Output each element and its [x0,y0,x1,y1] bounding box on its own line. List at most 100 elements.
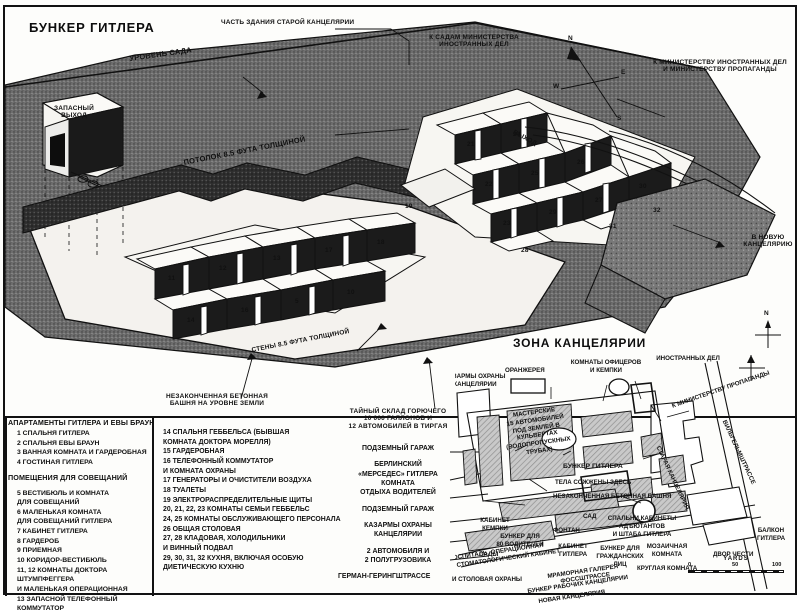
siteplan-label: СПАЛЬНИ,КАБИНЕТЫ АДЪЮТАНТОВ И ШТАБА ГИТЛ… [607,515,677,538]
legend-column-2: 14 СПАЛЬНЯ ГЕББЕЛЬСА (БЫВШАЯ КОМНАТА ДОК… [163,428,343,573]
siteplan-label: КАБИНЕТ ГИТЛЕРА [558,543,588,558]
room-number: 19 [405,203,413,210]
legend-item: 15 ГАРДЕРОБНАЯ [163,448,225,456]
legend-item: 14 СПАЛЬНЯ ГЕББЕЛЬСА (БЫВШАЯ КОМНАТА ДОК… [163,429,290,446]
label-old-chancellery: ЧАСТЬ ЗДАНИЯ СТАРОЙ КАНЦЕЛЯРИИ [221,19,355,26]
scale-tick-50: 50 [732,562,739,568]
siteplan-label: ТЕЛА СОЖЖЕНЫ ЗДЕСЬ [555,479,632,486]
room-number: 30 [639,183,647,190]
room-number: 18 [377,239,385,246]
compass-icon [755,320,781,348]
room-number: 23 [503,220,511,227]
legend-col-divider-1 [152,416,154,596]
room-number: 29 [549,209,557,216]
room-number: 14 [187,317,195,324]
siteplan-label: КРУГЛАЯ КОМНАТА [637,565,698,572]
chancellery-site-plan: КАЗАРМЫ ОХРАНЫ КАНЦЕЛЯРИИ ОРАНЖЕРЕЯ КОМН… [455,355,795,595]
room-number: 32 [653,207,661,214]
legend-item: 1 СПАЛЬНЯ ГИТЛЕРА [17,430,90,437]
legend-left-rule [5,416,7,596]
legend-item: 5 ВЕСТИБЮЛЬ И КОМНАТА ДЛЯ СОВЕЩАНИЙ [17,489,110,507]
scale-unit-label: YARDS [723,556,749,562]
siteplan-label: БАЛКОН ГИТЛЕРА [756,527,786,542]
label-emergency-exit: ЗАПАСНЫЙ ВЫХОД [54,105,94,120]
siteplan-label: К МИНИСТЕРСТВУ ИНОСТРАННЫХ ДЕЛ [656,355,720,362]
legend-item: ГЕРМАН-ГЕРИНГШТРАССЕ [338,573,431,581]
legend-item: ПОДЗЕМНЫЙ ГАРАЖ [361,445,435,452]
room-number: 26 [577,159,585,166]
compass-south-label: S [617,115,622,122]
room-number: 31 [609,223,617,230]
legend-item: 26 ОБЩАЯ СТОЛОВАЯ [163,525,241,533]
scale-tick-0: 0 [688,562,692,568]
legend-item: 7 КАБИНЕТ ГИТЛЕРА [17,528,88,536]
siteplan-label-bunker: БУНКЕР ГИТЛЕРА [563,463,623,470]
label-to-ministries: К МИНИСТЕРСТВУ ИНОСТРАННЫХ ДЕЛ И МИНИСТЕ… [653,59,787,74]
siteplan-label-guard-canteen: И СТОЛОВАЯ ОХРАНЫ [452,576,522,583]
room-number: 5 [295,298,299,305]
room-number: 17 [325,247,333,254]
label-unfinished-tower: НЕЗАКОНЧЕННАЯ БЕТОННАЯ БАШНЯ НА УРОВНЕ З… [165,393,268,408]
legend-item: 2 АВТОМОБИЛЯ И 2 ПОЛУГРУЗОВИКА [364,547,432,564]
scale-tick-100: 100 [772,562,782,568]
legend-item: 8 ГАРДЕРОБ [17,537,60,545]
compass-east-label: E [621,69,626,76]
legend-item: 10 КОРИДОР-ВЕСТИБЮЛЬ [17,557,107,565]
legend-item: КАЗАРМЫ ОХРАНЫ КАНЦЕЛЯРИИ [364,521,432,539]
legend-item: 9 ПРИЕМНАЯ [17,547,62,555]
siteplan-label: НЕЗАКОНЧЕННАЯ БЕТОННАЯ БАШНЯ [553,493,672,500]
siteplan-compass: N [745,310,791,352]
room-number: 24 [513,131,521,138]
siteplan-label: КОМНАТЫ ОФИЦЕРОВ И КЕМПКИ [570,359,642,374]
compass-west-label: W [553,83,560,90]
legend-item: 17 ГЕНЕРАТОРЫ И ОЧИСТИТЕЛИ ВОЗДУХА [163,477,312,485]
legend-item: 13 ЗАПАСНОЙ ТЕЛЕФОННЫЙ КОММУТАТОР [17,595,118,613]
legend-item: ПОДЗЕМНЫЙ ГАРАЖ [361,505,435,513]
room-number: 11 [168,275,176,282]
scale-bar-graphic [688,570,784,573]
legend-item: 16 ТЕЛЕФОННЫЙ КОММУТАТОР И КОМНАТА ОХРАН… [163,457,274,475]
legend-column-3: ПОДЗЕМНЫЙ ГАРАЖ БЕРЛИНСКИЙ «МЕРСЕДЕС» ГИ… [338,444,458,588]
siteplan-label: ОРАНЖЕРЕЯ [505,367,545,374]
label-secret-fuel-store: ТАЙНЫЙ СКЛАД ГОРЮЧЕГО 10 000 ГАЛЛОНОВ И … [348,408,448,430]
room-number: 27 [595,197,603,204]
siteplan-label: КАБИНЕТ КЕМПКИ [480,517,510,532]
room-number: 25 [531,170,539,177]
legend-item: 29, 30, 31, 32 КУХНЯ, ВКЛЮЧАЯ ОСОБУЮ ДИЕ… [163,554,304,572]
legend-item: 19 ЭЛЕКТРОРАСПРЕДЕЛИТЕЛЬНЫЕ ЩИТЫ [163,496,313,504]
room-number: 21 [467,141,475,148]
room-number: 13 [273,255,281,262]
legend-item: 18 ТУАЛЕТЫ [163,486,207,494]
siteplan-label: ДВОР ЧЕСТИ [713,551,754,558]
legend-heading-apartments: АПАРТАМЕНТЫ ГИТЛЕРА И ЕВЫ БРАУН [8,418,155,427]
siteplan-label: БУНКЕР ДЛЯ 80 ВОДИТЕЛЕЙ [496,533,544,548]
legend-item: 4 ГОСТИНАЯ ГИТЛЕРА [17,458,93,466]
inset-title: ЗОНА КАНЦЕЛЯРИИ [513,336,647,350]
siteplan-label: ФОНТАН [553,527,580,534]
isometric-cutaway-drawing: ЧАСТЬ ЗДАНИЯ СТАРОЙ КАНЦЕЛЯРИИ БУНКЕР ГИ… [5,7,795,417]
room-number: 12 [219,265,227,272]
legend-item: 2 СПАЛЬНЯ ЕВЫ БРАУН [17,439,100,447]
room-number: 16 [241,307,249,314]
room-number: 10 [347,289,355,296]
compass-north-label: N [568,35,573,42]
legend-column-1: АПАРТАМЕНТЫ ГИТЛЕРА И ЕВЫ БРАУН 1 СПАЛЬН… [8,418,158,614]
siteplan-label: КАЗАРМЫ ОХРАНЫ КАНЦЕЛЯРИИ [455,373,506,388]
label-to-foreign-ministry-gardens: К САДАМ МИНИСТЕРСТВА ИНОСТРАННЫХ ДЕЛ [429,34,519,49]
legend-item: 11, 12 КОМНАТЫ ДОКТОРА ШТУМПФЕГГЕРА И МА… [17,566,128,593]
legend-item: 24, 25 КОМНАТЫ ОБСЛУЖИВАЮЩЕГО ПЕРСОНАЛА [163,515,341,523]
room-number: 28 [521,247,529,254]
page-title: БУНКЕР ГИТЛЕРА [29,20,155,35]
legend-item: 3 ВАННАЯ КОМНАТА И ГАРДЕРОБНАЯ [17,449,147,457]
label-to-new-chancellery: В НОВУЮ КАНЦЕЛЯРИЮ [743,234,793,249]
legend-item: 27, 28 КЛАДОВАЯ, ХОЛОДИЛЬНИКИ И ВИННЫЙ П… [163,535,286,552]
legend-item: 20, 21, 22, 23 КОМНАТЫ СЕМЬИ ГЕББЕЛЬС [163,506,310,514]
siteplan-label: САД [583,513,597,520]
scale-bar: YARDS 0 50 100 [688,556,784,573]
legend-top-divider [5,416,795,418]
bunker-diagram-page: ЧАСТЬ ЗДАНИЯ СТАРОЙ КАНЦЕЛЯРИИ БУНКЕР ГИ… [3,5,797,613]
room-number: 22 [485,181,493,188]
siteplan-label: САДЫ [479,551,499,558]
siteplan-label: МОЗАИЧНАЯ КОМНАТА [646,543,688,558]
legend-item: 6 МАЛЕНЬКАЯ КОМНАТА ДЛЯ СОВЕЩАНИЙ ГИТЛЕР… [17,508,113,526]
